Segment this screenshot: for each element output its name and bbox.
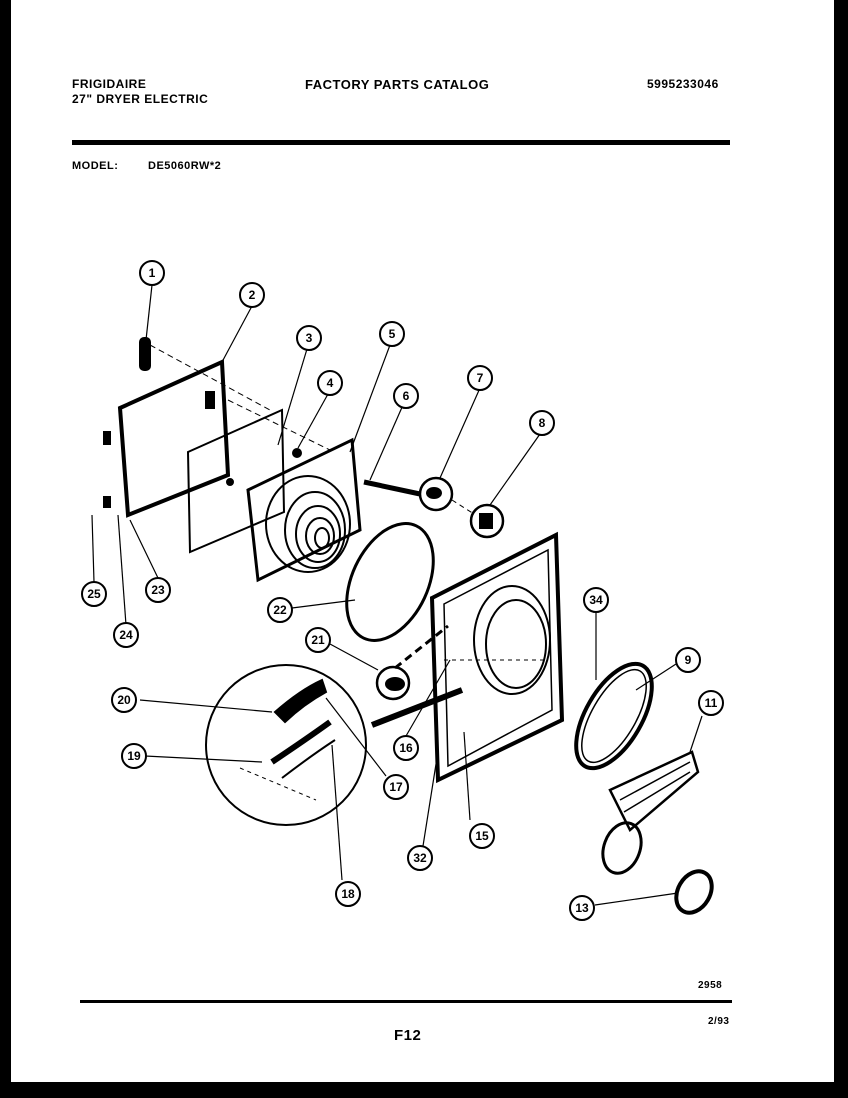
svg-text:34: 34: [589, 593, 603, 607]
svg-text:13: 13: [575, 901, 589, 915]
front-bearing-ring: [574, 661, 654, 771]
callout-23: 23: [145, 577, 171, 603]
svg-text:24: 24: [119, 628, 133, 642]
svg-text:2: 2: [249, 288, 256, 302]
callout-6: 6: [393, 383, 419, 409]
svg-text:15: 15: [475, 829, 489, 843]
header-rule: [72, 140, 730, 145]
callout-18: 18: [335, 881, 361, 907]
switch-leader: [394, 624, 449, 670]
svg-text:3: 3: [306, 331, 313, 345]
door-lint-panel: [246, 437, 362, 583]
callout-11: 11: [698, 690, 724, 716]
scan-border-left: [0, 0, 11, 1098]
callout-15: 15: [469, 823, 495, 849]
callout-7: 7: [467, 365, 493, 391]
screw-part: [292, 448, 302, 458]
svg-text:21: 21: [311, 633, 325, 647]
catalog-title: FACTORY PARTS CATALOG: [305, 77, 490, 92]
scan-border-bottom: [0, 1082, 848, 1098]
callout-34: 34: [583, 587, 609, 613]
callout-22: 22: [267, 597, 293, 623]
brand-name: FRIGIDAIRE: [72, 77, 147, 91]
svg-text:7: 7: [477, 371, 484, 385]
svg-text:6: 6: [403, 389, 410, 403]
revision-date: 2/93: [708, 1016, 730, 1027]
door-switch-part: [375, 665, 411, 701]
callout-8: 8: [529, 410, 555, 436]
svg-text:11: 11: [705, 696, 718, 710]
svg-text:20: 20: [117, 693, 131, 707]
duct-seal: [674, 869, 714, 915]
lint-duct: [601, 750, 700, 875]
callout-leaders: [91, 284, 703, 906]
front-panel: [429, 531, 565, 784]
callout-25: 25: [81, 581, 107, 607]
detail-magnifier: [205, 664, 464, 826]
callout-21: 21: [305, 627, 331, 653]
callout-17: 17: [383, 774, 409, 800]
callout-32: 32: [407, 845, 433, 871]
callout-16: 16: [393, 735, 419, 761]
callout-4: 4: [317, 370, 343, 396]
model-value: DE5060RW*2: [148, 160, 222, 172]
svg-text:4: 4: [327, 376, 334, 390]
callout-1: 1: [139, 260, 165, 286]
catch-part: [418, 476, 454, 512]
svg-text:23: 23: [151, 583, 165, 597]
svg-text:1: 1: [149, 266, 156, 280]
scan-border-right: [834, 0, 848, 1098]
model-label: MODEL:: [72, 160, 119, 172]
svg-text:16: 16: [399, 741, 413, 755]
callout-5: 5: [379, 321, 405, 347]
svg-text:8: 8: [539, 416, 546, 430]
callout-24: 24: [113, 622, 139, 648]
product-subtitle: 27" DRYER ELECTRIC: [72, 92, 209, 106]
footer-rule: [80, 1000, 732, 1003]
page-id: F12: [394, 1027, 422, 1044]
door-outer-panel: [103, 358, 331, 518]
door-inner-liner: [186, 408, 286, 554]
svg-text:5: 5: [389, 327, 396, 341]
door-gasket: [345, 522, 435, 642]
svg-text:25: 25: [87, 587, 101, 601]
strike-part: [469, 503, 505, 539]
svg-text:32: 32: [413, 851, 427, 865]
strip-part: [363, 479, 421, 497]
svg-text:22: 22: [273, 603, 287, 617]
svg-text:18: 18: [341, 887, 355, 901]
callout-19: 19: [121, 743, 147, 769]
drawing-number: 2958: [698, 980, 723, 991]
callout-3: 3: [296, 325, 322, 351]
svg-text:19: 19: [127, 749, 141, 763]
callout-2: 2: [239, 282, 265, 308]
callout-bubbles: 1 2 3 4 5 6 7 8 9 11 13 15 16 17 18 19 2…: [81, 260, 724, 921]
catalog-number: 5995233046: [647, 77, 719, 91]
svg-text:17: 17: [389, 780, 403, 794]
callout-13: 13: [569, 895, 595, 921]
handle-part: [139, 337, 271, 411]
callout-20: 20: [111, 687, 137, 713]
callout-9: 9: [675, 647, 701, 673]
svg-text:9: 9: [685, 653, 692, 667]
